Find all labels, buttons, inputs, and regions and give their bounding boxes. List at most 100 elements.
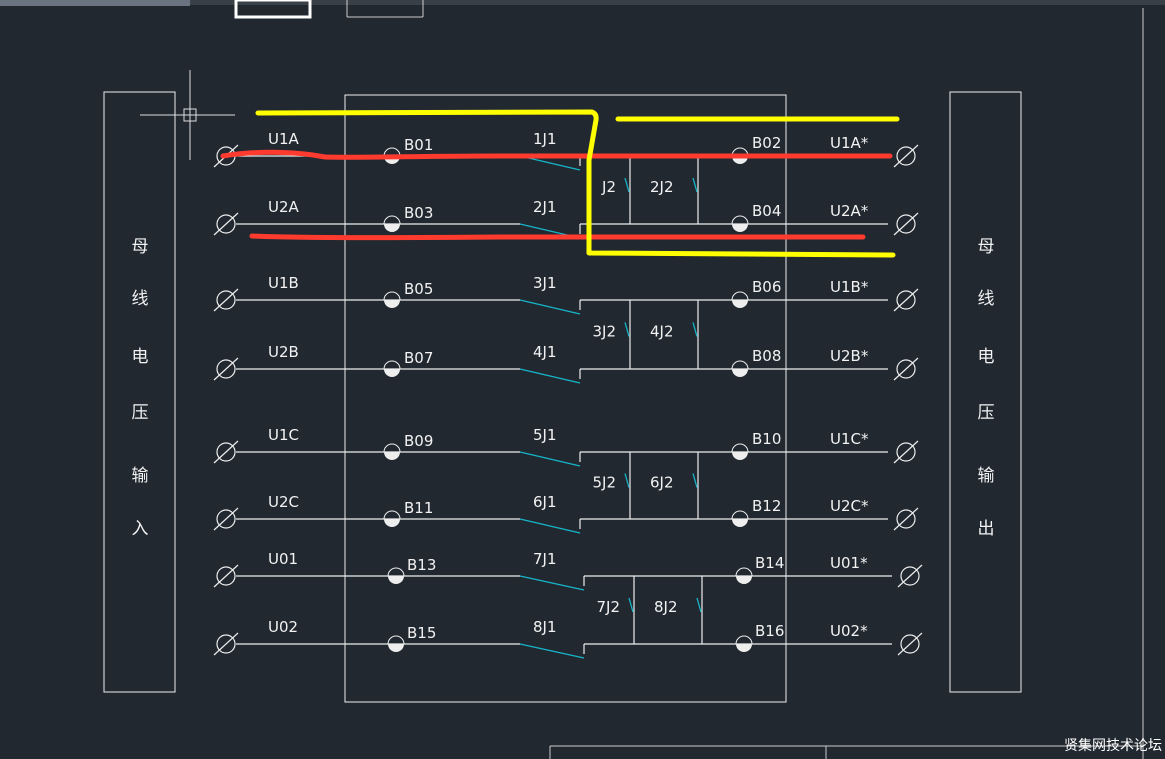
central-relay-box bbox=[344, 94, 787, 703]
relay-j2-pair: 3J2 4J2 bbox=[592, 300, 699, 369]
yellow-highlight-path bbox=[255, 109, 896, 258]
relay-j2-label: 3J2 bbox=[592, 323, 616, 341]
relay-j2-contact bbox=[692, 322, 698, 337]
input-terminal-symbol bbox=[213, 440, 239, 464]
left-terminal-label: B09 bbox=[404, 432, 433, 450]
output-label: U2C* bbox=[830, 497, 869, 515]
output-terminal-symbol bbox=[893, 440, 919, 464]
output-label: U02* bbox=[830, 622, 868, 640]
relay-j2-pair: J2 2J2 bbox=[601, 156, 699, 224]
left-terminal-point bbox=[383, 360, 401, 377]
input-terminal-symbol bbox=[213, 357, 239, 381]
relay-j2-contact bbox=[624, 322, 630, 337]
left-panel-title: 母 线 电 压 输 入 bbox=[132, 237, 149, 539]
output-terminal-symbol bbox=[893, 288, 919, 312]
output-label: U1C* bbox=[830, 430, 869, 448]
left-panel-char: 压 bbox=[132, 403, 149, 423]
relay-j2-label: 4J2 bbox=[650, 323, 674, 341]
relay-j1-contact bbox=[519, 518, 581, 534]
left-terminal-label: B07 bbox=[404, 349, 433, 367]
left-terminal-label: B01 bbox=[404, 136, 433, 154]
output-terminal-symbol bbox=[893, 212, 919, 236]
output-label: U1B* bbox=[830, 278, 869, 296]
input-label: U2A bbox=[268, 198, 300, 216]
relay-j1-contact bbox=[519, 368, 581, 384]
input-terminal-symbol bbox=[213, 632, 239, 656]
watermark: 贤集网技术论坛 bbox=[1064, 737, 1162, 754]
left-terminal-label: B11 bbox=[404, 499, 433, 517]
right-terminal-label: B16 bbox=[755, 622, 784, 640]
right-panel-char: 输 bbox=[978, 466, 995, 486]
relay-j2-contact bbox=[628, 597, 634, 613]
left-panel-char: 线 bbox=[132, 289, 149, 309]
relay-j2-pair: 7J2 8J2 bbox=[596, 576, 703, 644]
relay-j2-contact bbox=[624, 177, 630, 193]
input-label: U2C bbox=[268, 493, 299, 511]
relay-j1-label: 3J1 bbox=[533, 274, 557, 292]
left-panel-char: 输 bbox=[132, 466, 149, 486]
relay-j2-contact bbox=[692, 177, 698, 193]
left-panel-box bbox=[103, 91, 176, 693]
relay-j2-label: J2 bbox=[601, 178, 616, 196]
relay-j1-label: 4J1 bbox=[533, 343, 557, 361]
input-label: U2B bbox=[268, 343, 299, 361]
right-terminal-label: B02 bbox=[752, 134, 781, 152]
input-label: U1A bbox=[268, 130, 300, 148]
relay-j1-contact bbox=[519, 299, 581, 315]
right-terminal-point bbox=[731, 443, 749, 460]
relay-j1-label: 8J1 bbox=[533, 618, 557, 636]
right-terminal-label: B08 bbox=[752, 347, 781, 365]
right-terminal-point bbox=[731, 360, 749, 377]
relay-j1-contact bbox=[519, 643, 585, 659]
right-panel-char: 母 bbox=[978, 237, 995, 257]
red-highlight-line-2 bbox=[249, 233, 866, 241]
output-terminal-symbol bbox=[897, 564, 923, 588]
output-label: U01* bbox=[830, 554, 868, 572]
input-terminal-symbol bbox=[213, 507, 239, 531]
right-terminal-point bbox=[731, 510, 749, 527]
right-terminal-label: B06 bbox=[752, 278, 781, 296]
input-label: U1B bbox=[268, 274, 299, 292]
left-terminal-label: B05 bbox=[404, 280, 433, 298]
relay-j1-label: 7J1 bbox=[533, 550, 557, 568]
left-terminal-point bbox=[383, 443, 401, 460]
left-terminal-point bbox=[387, 635, 405, 652]
right-terminal-label: B10 bbox=[752, 430, 781, 448]
relay-j1-contact bbox=[519, 575, 585, 591]
relay-j2-label: 8J2 bbox=[654, 598, 678, 616]
relay-j2-label: 7J2 bbox=[596, 598, 620, 616]
right-terminal-label: B04 bbox=[752, 202, 781, 220]
right-panel-title: 母 线 电 压 输 出 bbox=[978, 237, 995, 539]
input-terminal-symbol bbox=[213, 564, 239, 588]
output-label: U1A* bbox=[830, 134, 869, 152]
right-panel-char: 出 bbox=[978, 519, 995, 539]
relay-j2-label: 2J2 bbox=[650, 178, 674, 196]
relay-j1-label: 6J1 bbox=[533, 493, 557, 511]
output-terminal-symbol bbox=[897, 632, 923, 656]
output-label: U2A* bbox=[830, 202, 869, 220]
left-terminal-label: B03 bbox=[404, 204, 433, 222]
output-terminal-symbol bbox=[893, 144, 919, 168]
right-terminal-point bbox=[735, 635, 753, 652]
input-label: U01 bbox=[268, 550, 298, 568]
input-label: U02 bbox=[268, 618, 298, 636]
left-panel-char: 电 bbox=[132, 347, 149, 367]
relay-j2-contact bbox=[692, 473, 698, 488]
input-label: U1C bbox=[268, 426, 299, 444]
cad-crosshair-cursor bbox=[140, 70, 235, 160]
left-terminal-point bbox=[383, 291, 401, 308]
right-panel-box bbox=[949, 91, 1022, 693]
circuit-row: U1B B05 3J1 B06 U1B* bbox=[213, 274, 919, 315]
relay-j2-contact bbox=[696, 597, 702, 613]
